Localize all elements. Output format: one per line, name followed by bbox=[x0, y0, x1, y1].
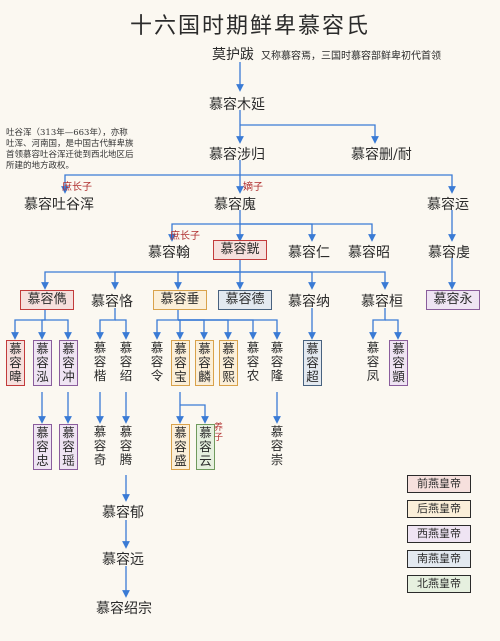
edge bbox=[240, 223, 376, 242]
node-yuan: 慕容远 bbox=[102, 552, 144, 568]
node-jun: 慕容儁 bbox=[20, 290, 74, 310]
legend-xiyan: 西燕皇帝 bbox=[407, 525, 471, 543]
edge bbox=[180, 404, 209, 424]
node-zhao: 慕容昭 bbox=[348, 245, 390, 261]
node-zhong: 慕容忠 bbox=[33, 424, 52, 470]
node-tuyuhun: 慕容吐谷浑 bbox=[24, 197, 94, 213]
node-qi: 慕容奇 bbox=[93, 424, 107, 467]
node-hong: 慕容泓 bbox=[33, 340, 52, 386]
node-moyuba-note: 又称慕容焉，三国时慕容部鲜卑初代首领 bbox=[261, 51, 441, 62]
node-wei: 慕容暐 bbox=[6, 340, 25, 386]
legend-qianyan: 前燕皇帝 bbox=[407, 475, 471, 493]
node-na: 慕容纳 bbox=[288, 294, 330, 310]
node-yao: 慕容瑶 bbox=[59, 424, 78, 470]
edge bbox=[240, 271, 389, 290]
node-huan: 慕容桓 bbox=[361, 294, 403, 310]
node-huang: 慕容皝 bbox=[213, 240, 267, 260]
page-title: 十六国时期鲜卑慕容氏 bbox=[129, 14, 370, 39]
node-lin: 慕容麟 bbox=[195, 340, 214, 386]
node-han: 慕容翰 bbox=[148, 245, 190, 261]
node-bao: 慕容宝 bbox=[171, 340, 190, 386]
edge bbox=[96, 308, 116, 340]
node-yong: 慕容永 bbox=[426, 290, 480, 310]
label-zhangzi-2: 庶长子 bbox=[170, 231, 200, 242]
edge bbox=[369, 308, 386, 340]
edge bbox=[240, 124, 379, 144]
node-xi: 慕容熙 bbox=[219, 340, 238, 386]
legend-nanyan: 南燕皇帝 bbox=[407, 550, 471, 568]
node-long: 慕容隆 bbox=[270, 340, 284, 383]
edge bbox=[115, 319, 130, 340]
node-chu: 慕容虔 bbox=[428, 245, 470, 261]
edge bbox=[178, 319, 281, 340]
node-shan: 慕容删/耐 bbox=[351, 147, 412, 163]
edge bbox=[178, 319, 208, 340]
edge bbox=[153, 308, 179, 340]
node-ling: 慕容令 bbox=[150, 340, 164, 383]
edge bbox=[11, 308, 46, 340]
node-ke: 慕容恪 bbox=[91, 294, 133, 310]
edge bbox=[45, 319, 72, 340]
node-du: 慕容郁 bbox=[102, 505, 144, 521]
legend-houyan: 后燕皇帝 bbox=[407, 500, 471, 518]
legend-beiyan: 北燕皇帝 bbox=[407, 575, 471, 593]
node-shao: 慕容绍 bbox=[119, 340, 133, 383]
node-de: 慕容德 bbox=[218, 290, 272, 310]
node-chao: 慕容超 bbox=[303, 340, 322, 386]
node-teng: 慕容腾 bbox=[119, 424, 133, 467]
node-hui: 慕容廆 bbox=[214, 197, 256, 213]
node-kai: 慕容楷 bbox=[93, 340, 107, 383]
label-zhangzi-1: 庶长子 bbox=[62, 182, 92, 193]
edge bbox=[176, 319, 184, 340]
label-yangzi: 养子 bbox=[214, 423, 224, 443]
node-chong: 慕容冲 bbox=[59, 340, 78, 386]
node-yunn: 慕容云 bbox=[196, 424, 215, 470]
edge bbox=[178, 319, 232, 340]
node-ren: 慕容仁 bbox=[288, 245, 330, 261]
edge bbox=[240, 174, 456, 194]
edge bbox=[385, 319, 402, 340]
edge bbox=[168, 223, 240, 242]
edge bbox=[240, 223, 316, 242]
node-feng: 慕容凤 bbox=[366, 340, 380, 383]
node-moyuba: 莫护跋 bbox=[212, 47, 254, 63]
tuyuhun-note: 吐谷浑（313年—663年），亦称吐浑、河南国，是中国古代鲜卑族首领慕容吐谷浑迁… bbox=[6, 128, 134, 171]
node-muyan: 慕容木延 bbox=[209, 97, 265, 113]
node-shegui: 慕容涉归 bbox=[209, 147, 265, 163]
node-yun: 慕容运 bbox=[427, 197, 469, 213]
node-nong: 慕容农 bbox=[246, 340, 260, 383]
edge bbox=[38, 319, 46, 340]
node-yi: 慕容顗 bbox=[389, 340, 408, 386]
edge bbox=[61, 174, 240, 194]
node-sheng: 慕容盛 bbox=[171, 424, 190, 470]
edge bbox=[178, 319, 257, 340]
edge bbox=[174, 271, 240, 290]
node-chui: 慕容垂 bbox=[153, 290, 207, 310]
edge bbox=[240, 271, 316, 290]
node-shaozong: 慕容绍宗 bbox=[96, 601, 152, 617]
label-dizi: 嫡子 bbox=[243, 182, 263, 193]
node-chong2: 慕容崇 bbox=[270, 424, 284, 467]
edge bbox=[41, 271, 240, 290]
